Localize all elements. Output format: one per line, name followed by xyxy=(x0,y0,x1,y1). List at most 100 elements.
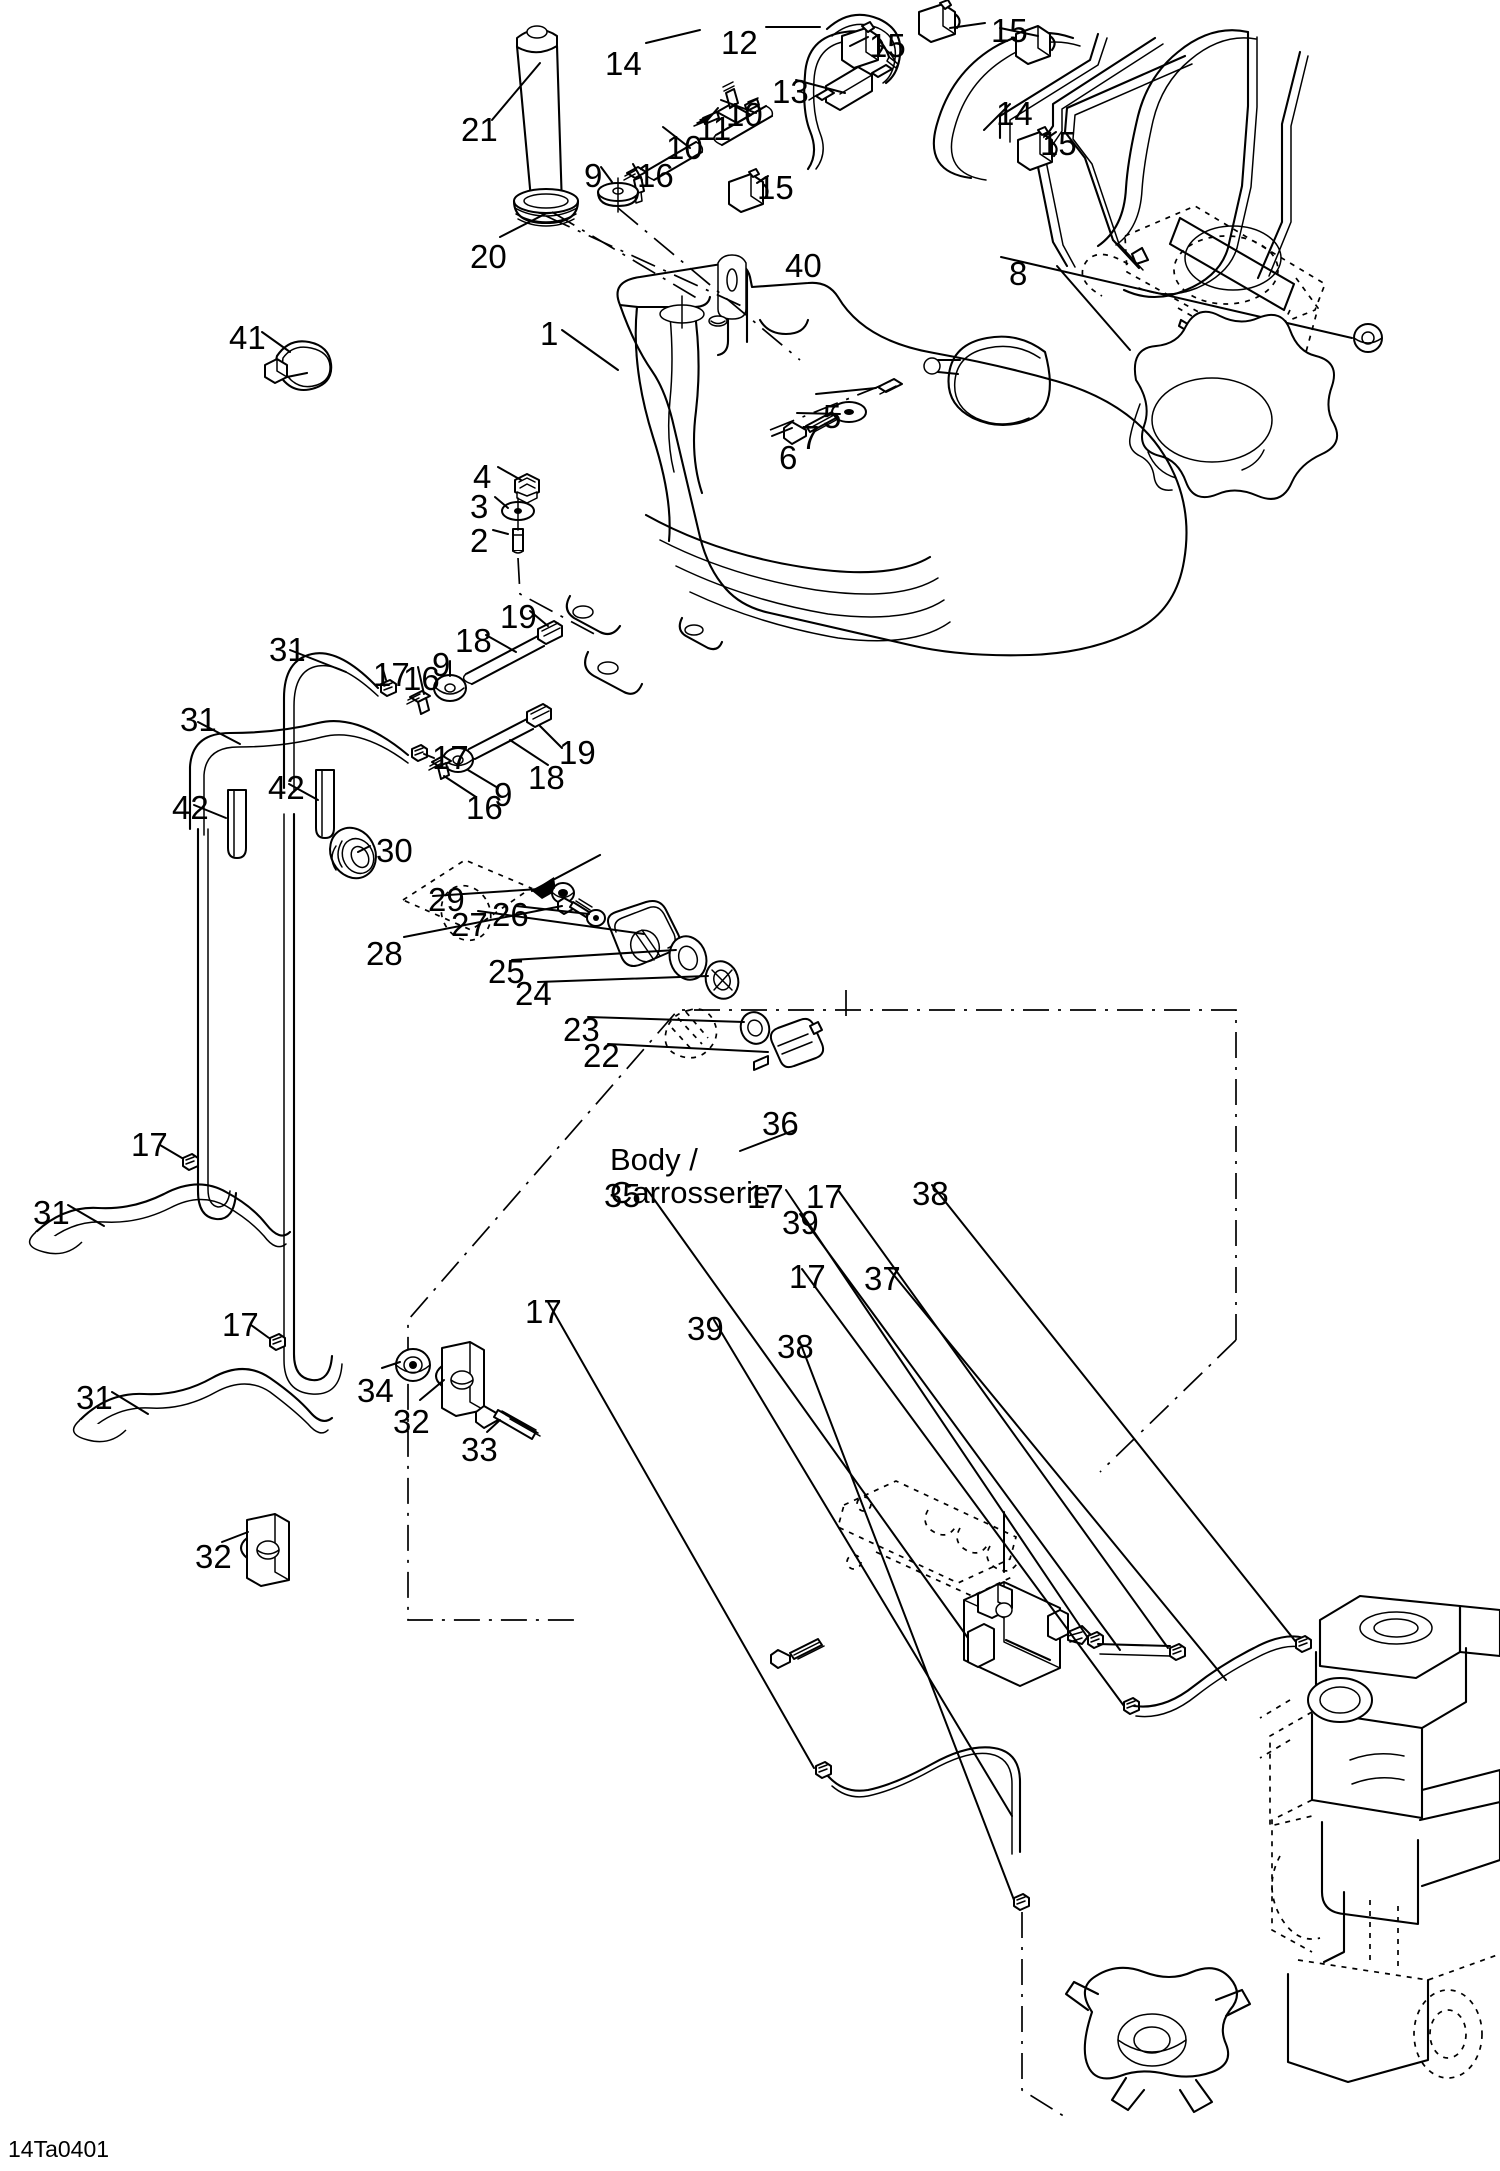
part-9-grommet-mid xyxy=(433,674,467,702)
callout-17-g: 17 xyxy=(131,1126,168,1163)
callout-36: 36 xyxy=(762,1105,799,1142)
callout-31-c: 31 xyxy=(33,1194,70,1231)
part-1-fuel-tank xyxy=(565,254,1188,695)
callout-15-b: 15 xyxy=(991,12,1028,49)
callout-12: 12 xyxy=(721,24,758,61)
part-18-hose-upper xyxy=(462,634,546,686)
part-23-seal xyxy=(739,1011,771,1045)
part-17-clamp-pump-b xyxy=(1169,1643,1186,1661)
callout-17-a: 17 xyxy=(373,656,410,693)
part-18-hose-lower xyxy=(465,717,535,761)
part-25-seal xyxy=(668,935,708,981)
callout-10-a: 10 xyxy=(726,96,763,133)
part-42-sleeve-a xyxy=(315,769,335,839)
callout-34: 34 xyxy=(357,1372,394,1409)
callout-26: 26 xyxy=(492,896,529,933)
callout-38-b: 38 xyxy=(777,1328,814,1365)
callout-31-a: 31 xyxy=(269,631,306,668)
callout-29: 29 xyxy=(428,881,465,918)
part-21-filler-tube xyxy=(515,25,564,215)
callout-6: 6 xyxy=(779,439,798,476)
part-22-fuel-valve xyxy=(753,1017,825,1071)
callout-39-a: 39 xyxy=(782,1204,819,1241)
part-38-clamp-engine xyxy=(1295,1635,1312,1653)
callout-33: 33 xyxy=(461,1431,498,1468)
part-31-hose-bottom-a xyxy=(28,1183,292,1255)
part-10-hose-upper xyxy=(713,104,774,147)
harness-tubes-topright xyxy=(932,29,1309,298)
callout-5: 5 xyxy=(823,398,842,435)
callout-31-b: 31 xyxy=(180,701,217,738)
part-13-fuel-filter xyxy=(808,64,893,111)
callout-39-b: 39 xyxy=(687,1310,724,1347)
part-38-clamp-low xyxy=(1013,1893,1030,1911)
part-31-hose-bottom-b xyxy=(72,1368,334,1443)
part-39-hose-lower xyxy=(826,1746,1022,1855)
part-16-fitting-mid xyxy=(406,690,431,715)
callout-23: 23 xyxy=(563,1011,600,1048)
callout-16-c: 16 xyxy=(466,789,503,826)
part-42-sleeve-b xyxy=(227,789,247,859)
callout-20: 20 xyxy=(470,238,507,275)
callout-9-a: 9 xyxy=(584,157,603,194)
callout-21: 21 xyxy=(461,111,498,148)
part-26-washer xyxy=(586,909,606,927)
callout-42-b: 42 xyxy=(172,789,209,826)
part-41-retaining-clip xyxy=(264,340,333,392)
callout-32-b: 32 xyxy=(195,1538,232,1575)
callout-25: 25 xyxy=(488,953,525,990)
callout-7: 7 xyxy=(801,419,820,456)
callout-17-b: 17 xyxy=(432,739,469,776)
part-19-hose-clamp-lower xyxy=(526,703,552,728)
part-15-clip-e xyxy=(728,168,769,213)
callout-38-a: 38 xyxy=(912,1175,949,1212)
callout-19-a: 19 xyxy=(500,598,537,635)
part-2-spacer xyxy=(512,497,524,554)
drawing-number: 14Ta0401 xyxy=(8,2136,110,2162)
part-20-filler-grommet xyxy=(512,188,580,227)
callout-30: 30 xyxy=(376,832,413,869)
callout-16-a: 16 xyxy=(637,157,674,194)
carburetor-assembly xyxy=(1064,1966,1252,2114)
part-15-clip-d xyxy=(1017,126,1058,171)
callout-17-f: 17 xyxy=(525,1293,562,1330)
callout-17-e: 17 xyxy=(789,1258,826,1295)
part-17-clamp-bottom-b xyxy=(269,1333,286,1351)
callout-16-b: 16 xyxy=(403,660,440,697)
part-16-fitting-low xyxy=(428,755,452,780)
callout-4: 4 xyxy=(473,458,492,495)
part-33-bolt xyxy=(475,1405,541,1440)
callout-10-b: 10 xyxy=(666,129,703,166)
part-24-gasket xyxy=(704,960,740,1000)
part-34-bushing xyxy=(395,1348,431,1382)
callout-15-c: 15 xyxy=(1040,125,1077,162)
callout-35: 35 xyxy=(604,1177,641,1214)
part-32-clamp-lower xyxy=(239,1513,290,1587)
callout-18-b: 18 xyxy=(528,759,565,796)
callout-18-a: 18 xyxy=(455,622,492,659)
part-17-clamp-bottom-a xyxy=(182,1153,199,1171)
part-31-line-a xyxy=(282,652,380,1395)
callout-19-b: 19 xyxy=(559,734,596,771)
part-37-hose-to-engine xyxy=(1132,1635,1306,1718)
part-15-clip-a xyxy=(841,21,884,69)
part-32-clamp-upper xyxy=(434,1341,485,1417)
callout-3: 3 xyxy=(470,488,489,525)
part-17-clamp-upper xyxy=(380,679,397,697)
callout-22: 22 xyxy=(583,1037,620,1074)
callout-14-a: 14 xyxy=(605,45,642,82)
callout-17-d: 17 xyxy=(806,1178,843,1215)
callout-40: 40 xyxy=(785,247,822,284)
callout-2: 2 xyxy=(470,522,489,559)
callout-1: 1 xyxy=(540,315,559,352)
part-17-clamp-low-left xyxy=(815,1761,832,1779)
callout-17-c: 17 xyxy=(747,1178,784,1215)
callout-13: 13 xyxy=(772,73,809,110)
part-30-grommet xyxy=(329,826,377,880)
body-panel-reference xyxy=(401,853,602,942)
part-17-clamp-pump-a xyxy=(1087,1631,1104,1649)
callout-14-b: 14 xyxy=(996,95,1033,132)
part-fuel-pickup-mesh xyxy=(664,1008,718,1059)
